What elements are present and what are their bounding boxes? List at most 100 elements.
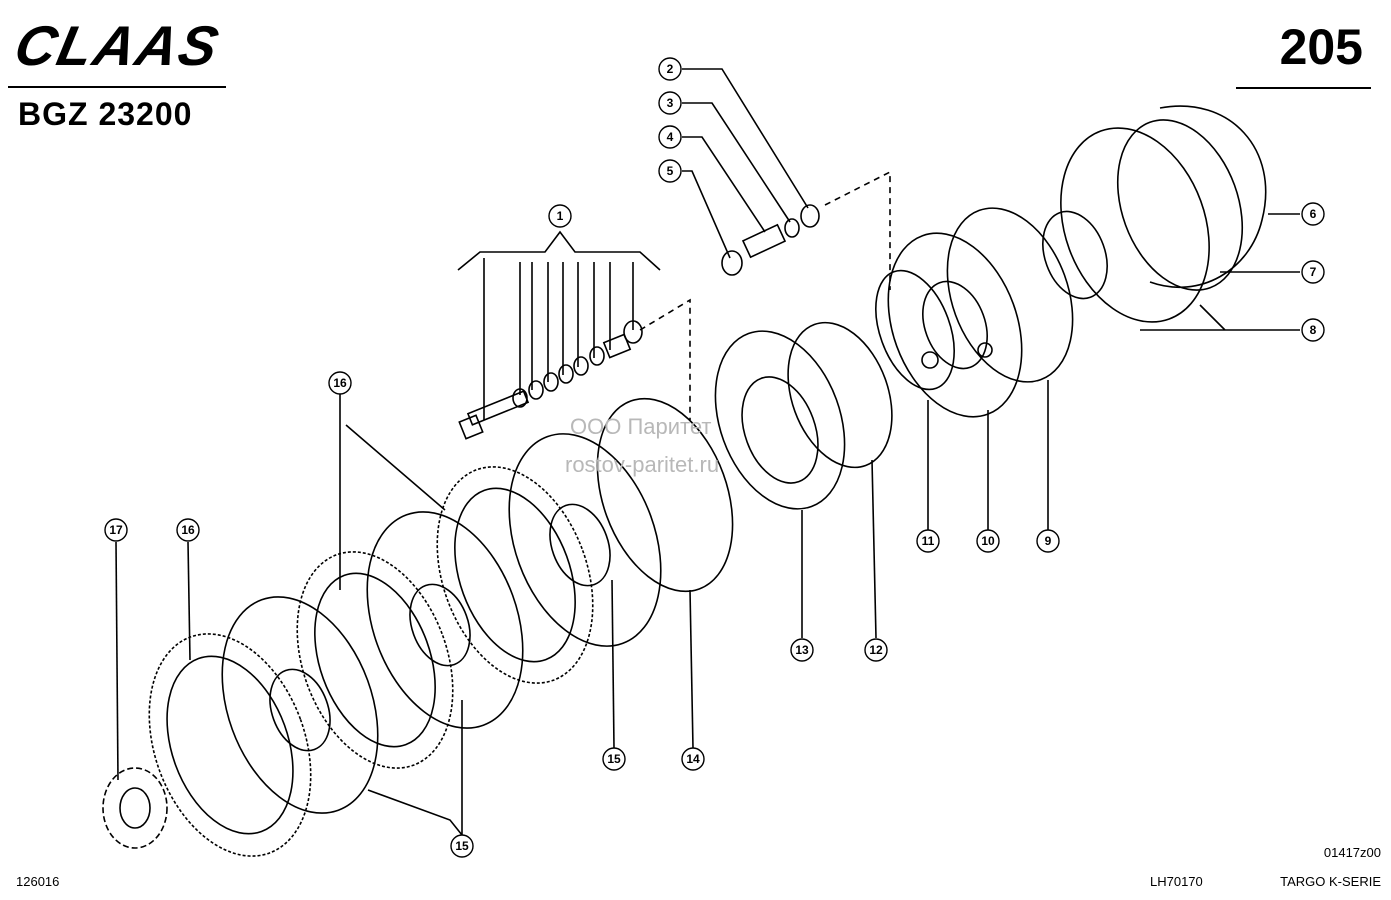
callout-5: [658, 159, 682, 183]
snap-ring-6: [1149, 105, 1267, 288]
callout-13: [790, 638, 814, 662]
o-ring-5: [721, 250, 743, 276]
callout-label-3: 3: [667, 96, 674, 110]
leader-16b: [187, 541, 191, 661]
leader-8: [1140, 304, 1300, 331]
piston-8-inner: [1042, 210, 1108, 300]
callout-label-14: 14: [686, 752, 700, 766]
washer-3: [784, 218, 800, 238]
bolt-1-head: [458, 414, 484, 440]
callout-3: [658, 91, 682, 115]
callout-label-17: 17: [109, 523, 123, 537]
washer-1d: [558, 364, 574, 384]
drawing-code: 01417z00: [1323, 845, 1381, 860]
friction-disc-15b-inner: [409, 583, 471, 667]
housing-10-outer: [887, 232, 1023, 418]
steel-plate-14: [596, 397, 734, 593]
callout-16b: [176, 518, 200, 542]
callout-label-5: 5: [667, 164, 674, 178]
bolt-1: [466, 390, 530, 426]
callout-label-16a: 16: [333, 376, 347, 390]
callout-label-11: 11: [922, 534, 935, 548]
watermark-url: rostov-paritet.ru: [565, 452, 719, 477]
callout-1: [548, 204, 572, 228]
callout-label-15a: 15: [607, 752, 621, 766]
washer-2: [800, 204, 820, 228]
o-ring-12: [787, 321, 893, 469]
gear-17: [102, 767, 168, 849]
dashed-axis: [639, 170, 891, 420]
leader-1-bolts: [483, 258, 634, 420]
callout-label-8: 8: [1310, 323, 1317, 337]
housing-10-hole: [921, 351, 939, 369]
callout-11: [916, 529, 940, 553]
washer-1c: [543, 372, 559, 392]
o-ring-9: [946, 207, 1074, 383]
pressure-plate-13-inner: [741, 376, 819, 484]
callout-2: [658, 57, 682, 81]
leader-4: [682, 136, 766, 233]
callout-15b: [450, 834, 474, 858]
leader-2: [682, 68, 809, 209]
washer-1b: [528, 380, 544, 400]
o-ring-7: [1116, 119, 1244, 291]
leader-16a: [339, 394, 446, 590]
callout-label-12: 12: [869, 643, 883, 657]
leader-3: [682, 102, 791, 223]
callout-label-2: 2: [667, 62, 674, 76]
friction-disc-15a-inner: [549, 503, 611, 587]
steel-disc-16b-outer: [296, 551, 454, 769]
sleeve-1-cap: [623, 320, 643, 344]
washer-1e: [573, 356, 589, 376]
leader-17: [115, 541, 119, 781]
callout-label-1: 1: [557, 209, 564, 223]
housing-10-hole-2: [977, 342, 993, 358]
callout-4: [658, 125, 682, 149]
steel-disc-16b-inner: [314, 572, 436, 748]
callout-label-16b: 16: [181, 523, 195, 537]
steel-disc-16a-inner: [454, 487, 576, 663]
pressure-plate-13-outer: [714, 330, 846, 510]
steel-disc-16c-inner: [166, 655, 294, 835]
callout-label-4: 4: [667, 130, 674, 144]
model-code: BGZ 23200: [18, 96, 193, 132]
washer-1f: [589, 346, 605, 366]
sleeve-1: [602, 333, 632, 359]
leader-14: [689, 589, 694, 749]
callout-label-15b: 15: [455, 839, 469, 853]
callout-label-7: 7: [1310, 265, 1317, 279]
page-number: 205: [1279, 19, 1363, 75]
piston-8-outer: [1060, 127, 1210, 323]
leader-1: [457, 230, 661, 271]
callout-15a: [602, 747, 626, 771]
callout-6: [1301, 202, 1325, 226]
watermark-company: ООО Паритет: [570, 414, 711, 439]
callout-label-13: 13: [795, 643, 809, 657]
callout-14: [681, 747, 705, 771]
callout-8: [1301, 318, 1325, 342]
leader-12: [871, 459, 877, 639]
callout-17: [104, 518, 128, 542]
callout-label-6: 6: [1310, 207, 1317, 221]
housing-10-inner: [922, 280, 988, 370]
callout-label-9: 9: [1045, 534, 1052, 548]
part-list-code: LH70170: [1150, 874, 1203, 889]
callout-12: [864, 638, 888, 662]
page-number-underline: [1236, 87, 1371, 89]
washer-1a: [512, 388, 528, 408]
leader-15b: [367, 700, 463, 836]
callout-7: [1301, 260, 1325, 284]
callout-balloons: [104, 57, 1325, 858]
logo-underline: [8, 86, 226, 88]
callout-9: [1036, 529, 1060, 553]
friction-disc-15c-outer: [221, 596, 379, 814]
series-name: TARGO K-SERIE: [1280, 874, 1381, 889]
callout-10: [976, 529, 1000, 553]
steel-disc-16a-outer: [436, 466, 594, 684]
leader-15a: [611, 579, 615, 749]
steel-disc-16c-outer: [148, 633, 312, 857]
friction-disc-15a-outer: [508, 433, 662, 647]
ring-11: [875, 269, 955, 391]
callout-label-10: 10: [981, 534, 995, 548]
